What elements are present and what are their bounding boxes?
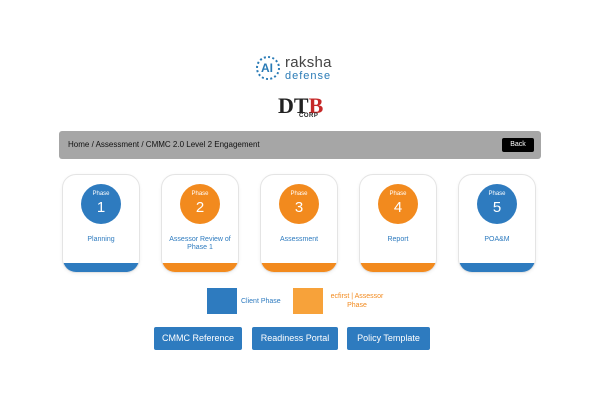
logo-raksha-text: raksha bbox=[285, 54, 332, 71]
breadcrumb: Home / Assessment / CMMC 2.0 Level 2 Eng… bbox=[68, 140, 260, 149]
ai-ring-icon bbox=[256, 56, 280, 80]
phase-label: Assessor Review of Phase 1 bbox=[169, 236, 231, 251]
policy-template-button[interactable]: Policy Template bbox=[347, 327, 430, 350]
cmmc-reference-button[interactable]: CMMC Reference bbox=[154, 327, 242, 350]
phase-4-badge: Phase 4 bbox=[378, 184, 418, 224]
phase-1-badge: Phase 1 bbox=[81, 184, 121, 224]
dtb-corp-logo: DTB CORP bbox=[278, 93, 324, 121]
phase-label: POA&M bbox=[484, 236, 510, 243]
logo-ai-text: AI bbox=[261, 61, 273, 75]
phase-2-badge: Phase 2 bbox=[180, 184, 220, 224]
raksha-defense-logo: AI raksha defense bbox=[255, 55, 355, 85]
phase-bottom-bar bbox=[360, 263, 436, 272]
phase-card-2[interactable]: Phase 2 Assessor Review of Phase 1 bbox=[161, 174, 239, 273]
phase-card-5[interactable]: Phase 5 POA&M bbox=[458, 174, 536, 273]
phase-number: 1 bbox=[96, 199, 106, 216]
phase-3-badge: Phase 3 bbox=[279, 184, 319, 224]
logo-corp-text: CORP bbox=[299, 113, 319, 119]
phase-word: Phase bbox=[488, 191, 506, 197]
phase-bottom-bar bbox=[162, 263, 238, 272]
phase-card-3[interactable]: Phase 3 Assessment bbox=[260, 174, 338, 273]
readiness-portal-button[interactable]: Readiness Portal bbox=[252, 327, 338, 350]
phase-bottom-bar bbox=[459, 263, 535, 272]
phase-number: 3 bbox=[294, 199, 304, 216]
phase-label: Planning bbox=[87, 236, 115, 243]
legend-assessor-swatch bbox=[293, 288, 323, 314]
phase-word: Phase bbox=[92, 191, 110, 197]
phase-card-1[interactable]: Phase 1 Planning bbox=[62, 174, 140, 273]
phase-card-4[interactable]: Phase 4 Report bbox=[359, 174, 437, 273]
logo-dtb-letters: DTB bbox=[278, 93, 324, 118]
legend-client-label: Client Phase bbox=[241, 298, 281, 305]
phase-label: Assessment bbox=[279, 236, 319, 243]
legend-assessor-label: ecfirst | Assessor Phase bbox=[330, 293, 384, 309]
phase-word: Phase bbox=[191, 191, 209, 197]
phase-number: 2 bbox=[195, 199, 205, 216]
phase-bottom-bar bbox=[261, 263, 337, 272]
phase-word: Phase bbox=[290, 191, 308, 197]
logo-defense-text: defense bbox=[285, 70, 332, 82]
phase-word: Phase bbox=[389, 191, 407, 197]
phase-number: 4 bbox=[393, 199, 403, 216]
legend-client-swatch bbox=[207, 288, 237, 314]
breadcrumb-bar: Home / Assessment / CMMC 2.0 Level 2 Eng… bbox=[59, 131, 541, 159]
back-button[interactable]: Back bbox=[502, 138, 534, 152]
phase-5-badge: Phase 5 bbox=[477, 184, 517, 224]
phase-bottom-bar bbox=[63, 263, 139, 272]
phase-label: Report bbox=[387, 236, 409, 243]
phase-number: 5 bbox=[492, 199, 502, 216]
